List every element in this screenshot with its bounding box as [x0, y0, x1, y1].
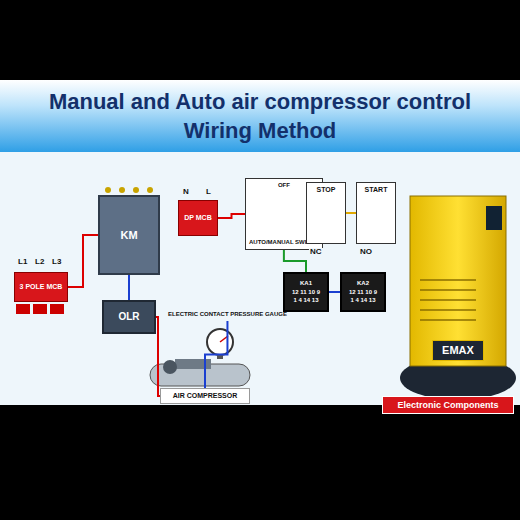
- terminal-label: L3: [51, 258, 62, 267]
- node-title: KA1: [300, 280, 312, 287]
- node-text: 12 11 10 9: [292, 289, 320, 296]
- wire: [329, 292, 340, 293]
- contactor-terminals: [105, 187, 153, 193]
- node-title: 3 POLE MCB: [20, 283, 63, 291]
- node-title: KM: [120, 229, 137, 242]
- start-button-box: START: [356, 182, 396, 244]
- dp-mcb: DP MCB: [178, 200, 218, 236]
- node-text: 1 4 14 13: [350, 297, 375, 304]
- three-pole-mcb: 3 POLE MCB: [14, 272, 68, 302]
- node-title: AIR COMPRESSOR: [173, 392, 238, 400]
- terminal-label: NO: [359, 248, 373, 257]
- node-title: OFF: [278, 182, 290, 189]
- wire: [68, 235, 98, 287]
- overload-relay: OLR: [102, 300, 156, 334]
- wire: [156, 317, 160, 396]
- relay: KA2 12 11 10 91 4 14 13: [340, 272, 386, 312]
- node-title: DP MCB: [184, 214, 211, 222]
- relay: KA1 12 11 10 91 4 14 13: [283, 272, 329, 312]
- terminal-label: L2: [34, 258, 45, 267]
- diagram-ground: [0, 152, 520, 405]
- wire: [205, 321, 227, 388]
- terminal-label: L1: [17, 258, 28, 267]
- air-compressor-label: AIR COMPRESSOR: [160, 388, 250, 404]
- terminal-label: NC: [309, 248, 323, 257]
- node-title: OLR: [118, 311, 139, 323]
- compressor-illustration: [150, 359, 250, 386]
- node-title: EMAX: [442, 344, 474, 357]
- stop-button-box: STOP: [306, 182, 346, 244]
- node-text: 12 11 10 9: [349, 289, 377, 296]
- contactor: KM: [98, 195, 160, 275]
- emax-compressor-illustration: [400, 196, 516, 400]
- node-title: Electronic Components: [397, 400, 498, 410]
- terminal-label: L: [205, 188, 212, 197]
- wire: [218, 214, 245, 218]
- title-band: [0, 80, 520, 152]
- node-title: KA2: [357, 280, 369, 287]
- wire: [346, 213, 356, 214]
- wire: [284, 250, 306, 272]
- title: Manual and Auto air compressor control W…: [20, 88, 500, 145]
- node-title: ELECTRIC CONTACT PRESSURE GAUGE: [168, 311, 287, 318]
- node-title: START: [365, 186, 388, 194]
- node-text: 1 4 14 13: [293, 297, 318, 304]
- wire: [129, 275, 130, 300]
- terminal-label: N: [182, 188, 190, 197]
- channel-badge: Electronic Components: [382, 396, 514, 414]
- mcb-handles: [16, 304, 64, 314]
- node-title: STOP: [317, 186, 336, 194]
- pressure-gauge-label: ELECTRIC CONTACT PRESSURE GAUGE: [165, 308, 290, 321]
- brand-plate: EMAX: [432, 340, 484, 361]
